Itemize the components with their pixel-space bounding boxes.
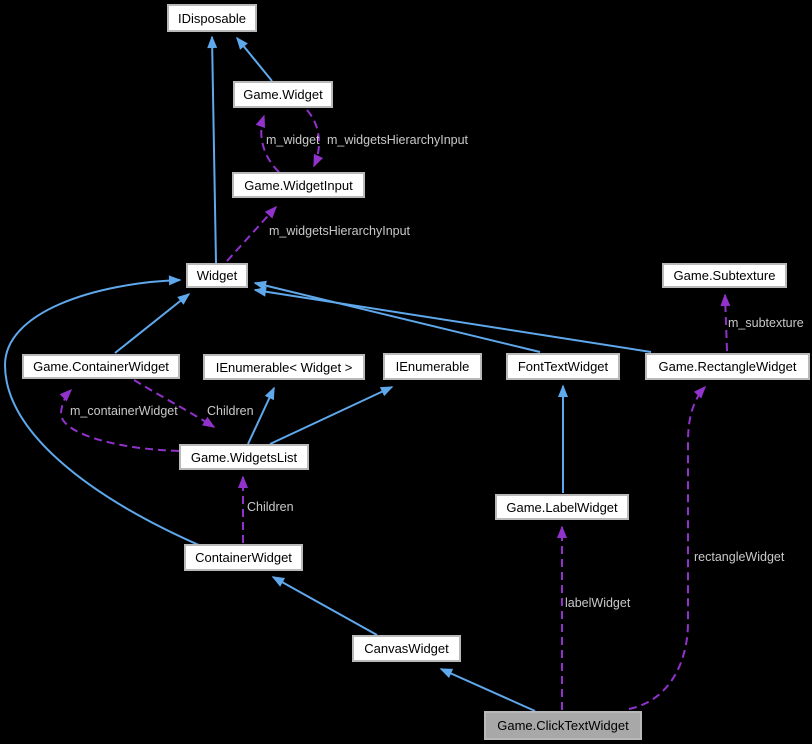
edge-label-children-top: Children bbox=[207, 404, 254, 418]
node-game-label-widget[interactable]: Game.LabelWidget bbox=[495, 494, 629, 520]
edge-widget-to-idisposable bbox=[207, 35, 218, 264]
edge-children-top bbox=[133, 379, 216, 428]
node-game-subtexture[interactable]: Game.Subtexture bbox=[662, 263, 787, 288]
node-ienumerable-widget[interactable]: IEnumerable< Widget > bbox=[203, 354, 365, 380]
edge-game-container-widget-to-widget bbox=[114, 293, 191, 354]
edge-m-widgets-hierarchy-input-top bbox=[306, 109, 324, 168]
node-font-text-widget[interactable]: FontTextWidget bbox=[506, 353, 620, 380]
edge-label-m-widgets-hierarchy-input-top: m_widgetsHierarchyInput bbox=[327, 133, 469, 147]
node-container-widget[interactable]: ContainerWidget bbox=[184, 544, 303, 571]
edge-click-text-widget-to-canvas-widget bbox=[439, 668, 536, 712]
node-game-click-text-widget[interactable]: Game.ClickTextWidget bbox=[484, 711, 642, 740]
edge-rectangle-widget bbox=[628, 385, 707, 710]
node-game-widgets-list[interactable]: Game.WidgetsList bbox=[179, 444, 309, 470]
node-game-widget[interactable]: Game.Widget bbox=[233, 81, 333, 108]
edge-label-label-widget: labelWidget bbox=[565, 596, 631, 610]
edge-label-m-container-widget: m_containerWidget bbox=[70, 404, 178, 418]
edge-label-rectangle-widget: rectangleWidget bbox=[694, 550, 785, 564]
edge-m-widget bbox=[255, 114, 280, 173]
node-canvas-widget[interactable]: CanvasWidget bbox=[352, 635, 461, 662]
node-game-widget-input[interactable]: Game.WidgetInput bbox=[232, 172, 365, 198]
edge-game-rectangle-widget-to-widget bbox=[253, 286, 652, 353]
edge-m-container-widget bbox=[59, 388, 180, 452]
edge-widgets-list-to-ienumerable-widget bbox=[247, 386, 275, 445]
node-game-rectangle-widget[interactable]: Game.RectangleWidget bbox=[645, 353, 810, 380]
edge-label-m-widget: m_widget bbox=[266, 133, 320, 147]
edge-canvas-widget-to-container-widget bbox=[271, 576, 378, 636]
edge-game-widget-to-idisposable bbox=[236, 36, 273, 82]
node-idisposable[interactable]: IDisposable bbox=[167, 4, 257, 32]
node-widget[interactable]: Widget bbox=[186, 263, 248, 288]
node-ienumerable[interactable]: IEnumerable bbox=[383, 353, 482, 380]
edge-label-m-widgets-hierarchy-input-mid: m_widgetsHierarchyInput bbox=[269, 224, 411, 238]
node-game-container-widget[interactable]: Game.ContainerWidget bbox=[22, 354, 180, 379]
edge-label-m-subtexture: m_subtexture bbox=[728, 316, 804, 330]
edge-widgets-list-to-ienumerable bbox=[269, 386, 394, 445]
edge-label-children-bottom: Children bbox=[247, 500, 294, 514]
edge-font-text-widget-to-widget bbox=[253, 280, 541, 353]
edge-container-widget-to-widget bbox=[3, 275, 202, 547]
edge-m-subtexture bbox=[720, 293, 731, 352]
